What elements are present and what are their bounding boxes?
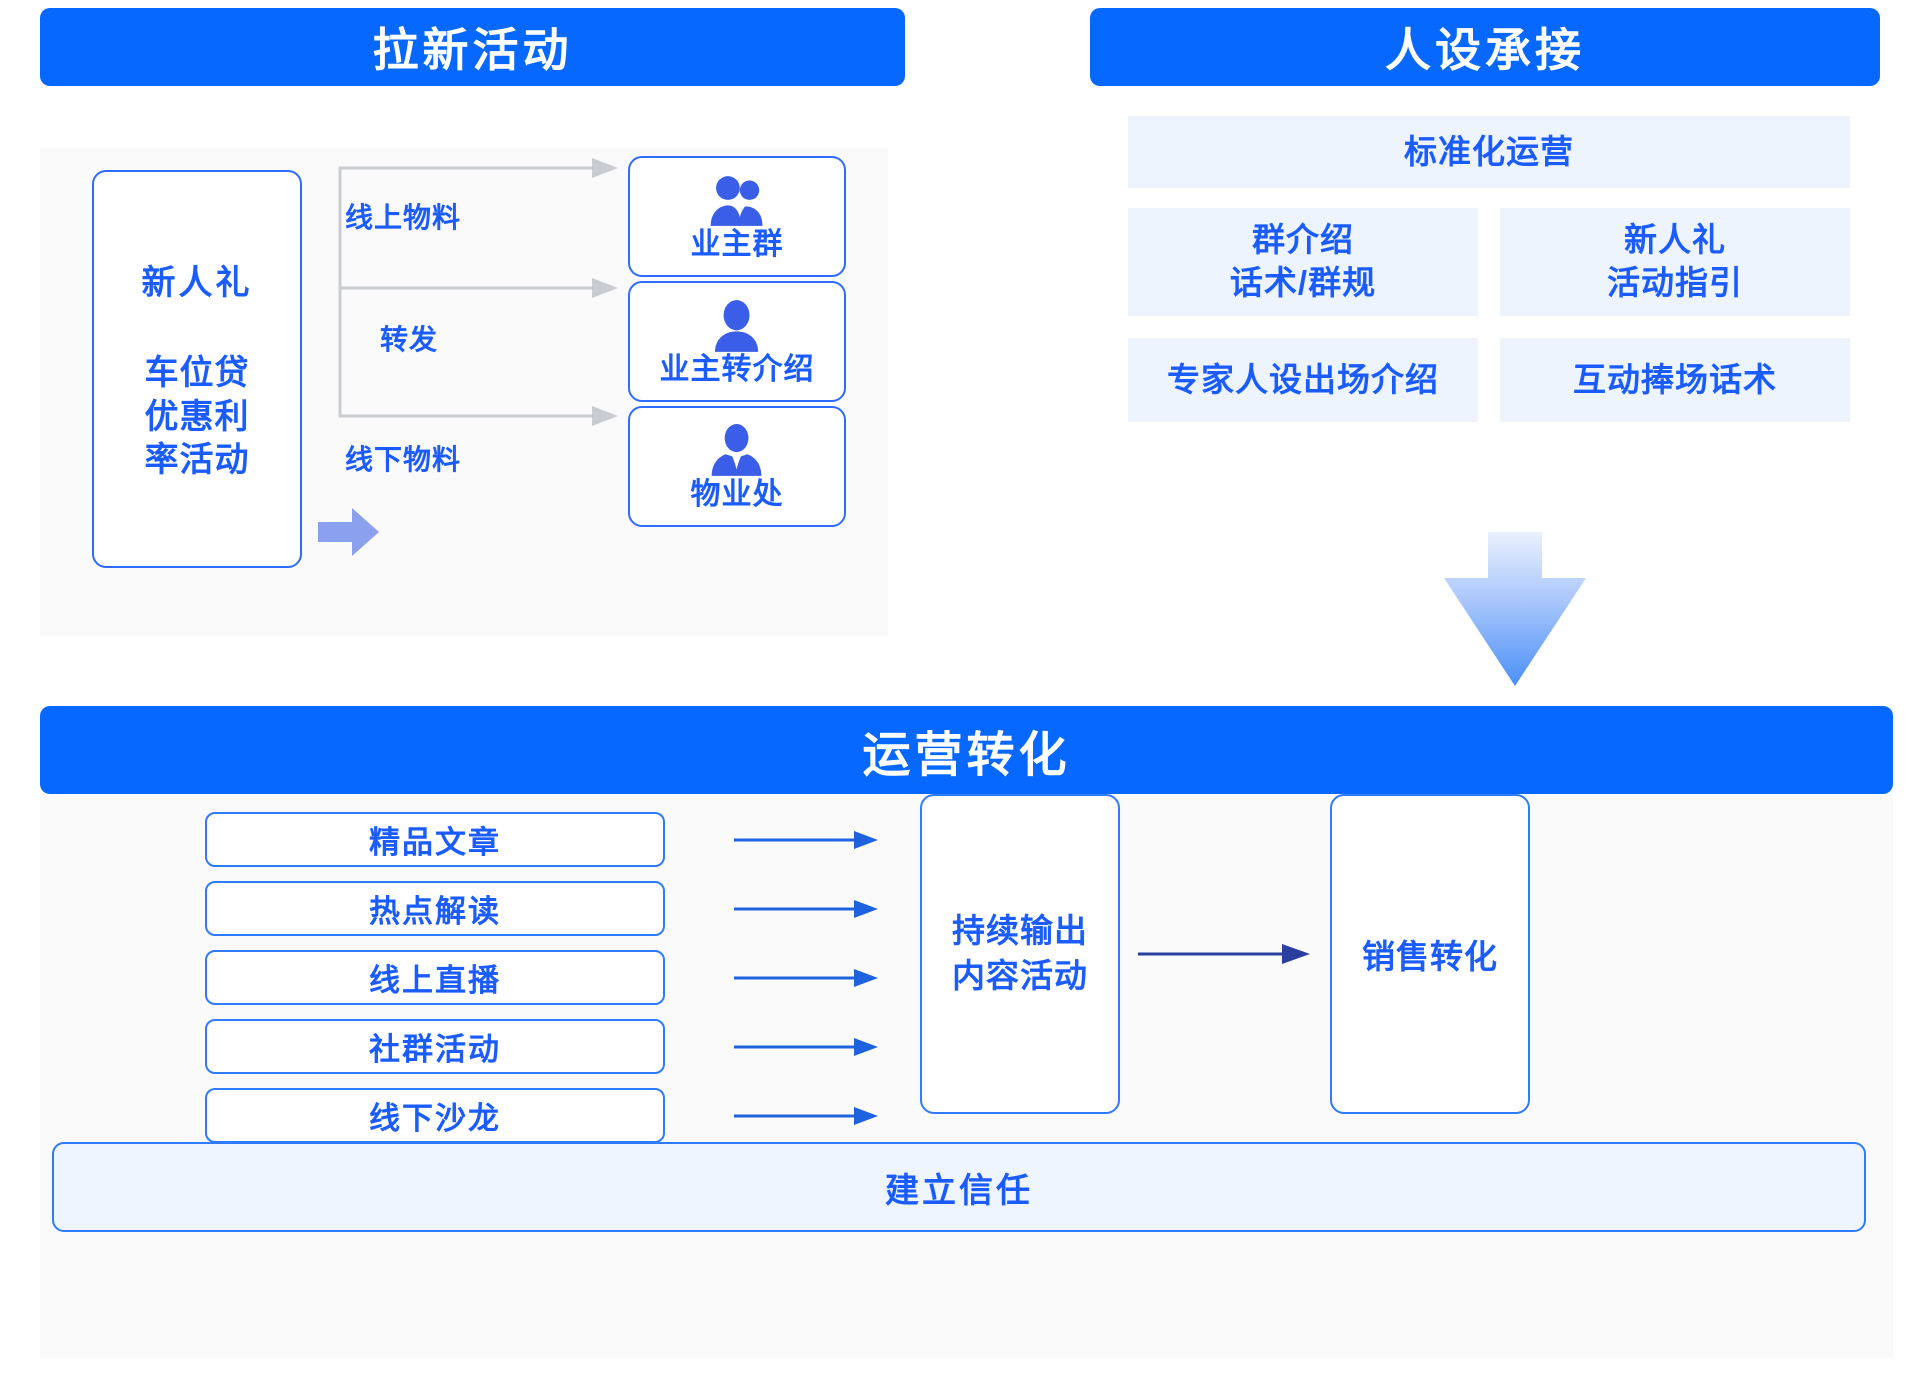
operations-item-community-activity[interactable]: 社群活动 xyxy=(205,1019,665,1074)
right-chevron-arrow-icon xyxy=(318,508,379,556)
operations-item-online-livestream[interactable]: 线上直播 xyxy=(205,950,665,1005)
acquisition-target-property-office[interactable]: 物业处 xyxy=(628,406,846,527)
operations-activity-list: 精品文章 热点解读 线上直播 社群活动 线下沙龙 xyxy=(205,812,665,1143)
right-arrow-icon xyxy=(1138,944,1310,964)
users-group-icon xyxy=(711,175,763,226)
persona-chip-group-intro[interactable]: 群介绍话术/群规 xyxy=(1128,208,1478,316)
operations-panel-header: 运营转化 xyxy=(40,706,1893,794)
persona-chip-interactive-script[interactable]: 互动捧场话术 xyxy=(1500,338,1850,422)
acquisition-source-card[interactable]: 新人礼 车位贷优惠利率活动 xyxy=(92,170,302,568)
persona-chip-newcomer-gift-guide[interactable]: 新人礼活动指引 xyxy=(1500,208,1850,316)
acquisition-link-label-offline-material: 线下物料 xyxy=(345,444,462,475)
acquisition-target-label: 物业处 xyxy=(690,477,784,511)
operations-trust-bar[interactable]: 建立信任 xyxy=(52,1142,1866,1232)
user-person-icon xyxy=(715,299,759,352)
operations-item-featured-article[interactable]: 精品文章 xyxy=(205,812,665,867)
persona-panel: 人设承接 标准化运营 群介绍话术/群规 新人礼活动指引 专家人设出场介绍 互动捧… xyxy=(1090,8,1880,708)
acquisition-panel-header: 拉新活动 xyxy=(40,8,905,86)
acquisition-panel: 拉新活动 新人礼 车位贷优惠利率活动 线上物料 转发 线下物料 xyxy=(40,8,905,636)
operations-row-arrows xyxy=(734,831,878,1125)
operations-panel: 运营转化 精品文章 热点解读 线上直播 社群活动 线下沙龙 xyxy=(40,706,1920,1386)
acquisition-source-line2: 车位贷优惠利率活动 xyxy=(144,354,250,480)
operations-item-offline-salon[interactable]: 线下沙龙 xyxy=(205,1088,665,1143)
acquisition-connectors xyxy=(338,158,618,426)
acquisition-panel-body: 新人礼 车位贷优惠利率活动 线上物料 转发 线下物料 xyxy=(40,148,888,636)
operations-item-hotspot-analysis[interactable]: 热点解读 xyxy=(205,881,665,936)
operations-panel-body: 精品文章 热点解读 线上直播 社群活动 线下沙龙 持续输出内容活动 xyxy=(40,794,1893,1358)
acquisition-link-label-forward: 转发 xyxy=(380,324,439,355)
acquisition-target-owner-group[interactable]: 业主群 xyxy=(628,156,846,277)
operations-sales-conversion-box[interactable]: 销售转化 xyxy=(1330,794,1530,1114)
persona-panel-header: 人设承接 xyxy=(1090,8,1880,86)
businessman-tie-icon xyxy=(712,423,762,476)
operations-output-box[interactable]: 持续输出内容活动 xyxy=(920,794,1120,1114)
acquisition-link-label-online-material: 线上物料 xyxy=(345,202,462,233)
acquisition-target-label: 业主转介绍 xyxy=(659,352,815,386)
persona-chip-expert-intro[interactable]: 专家人设出场介绍 xyxy=(1128,338,1478,422)
persona-chip-grid: 群介绍话术/群规 新人礼活动指引 专家人设出场介绍 互动捧场话术 xyxy=(1128,208,1850,422)
down-arrow-gradient-icon xyxy=(1444,532,1586,686)
acquisition-target-owner-referral[interactable]: 业主转介绍 xyxy=(628,281,846,402)
persona-chip-standard-operation[interactable]: 标准化运营 xyxy=(1128,116,1850,188)
acquisition-target-label: 业主群 xyxy=(690,227,784,261)
acquisition-source-line1: 新人礼 xyxy=(141,264,253,303)
